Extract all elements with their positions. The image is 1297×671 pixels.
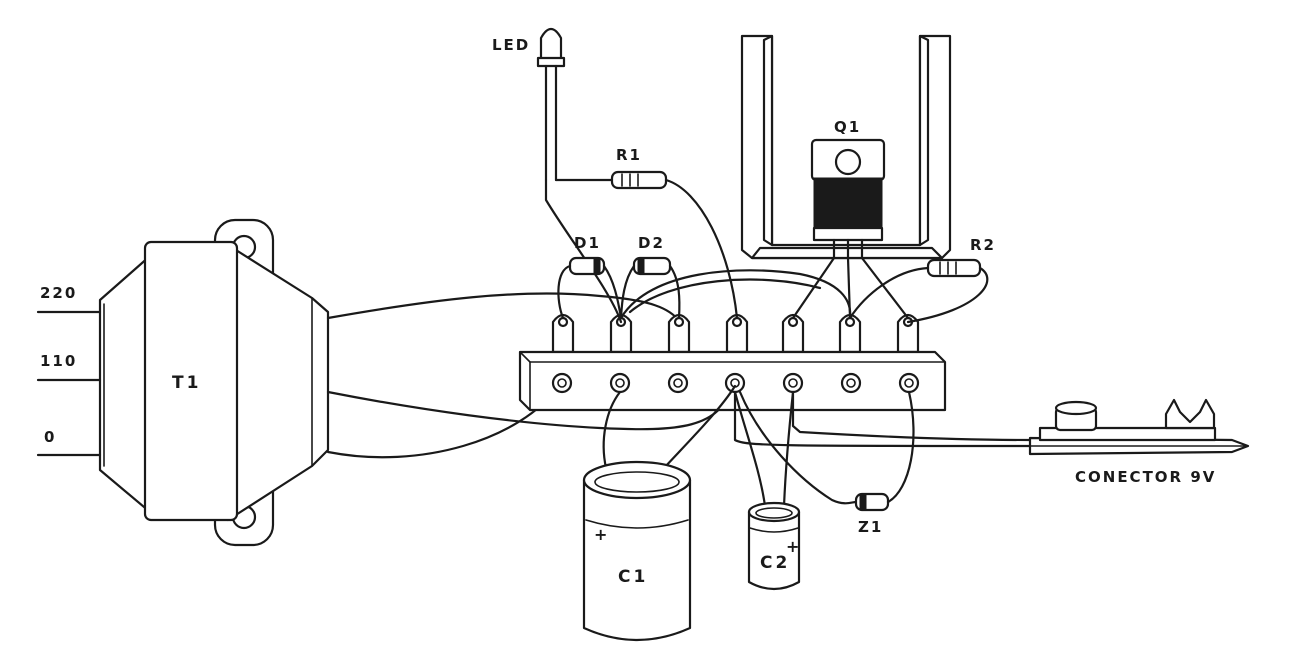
c1-plus-sign: +: [594, 525, 607, 544]
label-0: 0: [44, 428, 56, 446]
led: LED: [492, 27, 623, 324]
resistor-r1: R1: [610, 146, 739, 320]
capacitor-c2: + C2: [733, 390, 801, 591]
r1-label: R1: [616, 146, 642, 164]
diode-d1: D1: [557, 234, 623, 320]
resistor-r2: R2: [848, 236, 996, 324]
c2-plus-sign: +: [786, 537, 799, 556]
z1-label: Z1: [858, 518, 883, 536]
jumper-wires: [619, 269, 852, 320]
terminal-screws: [551, 372, 920, 394]
solder-lugs: [551, 313, 920, 354]
led-label: LED: [492, 36, 530, 54]
q1-label: Q1: [834, 118, 861, 136]
d2-label: D2: [638, 234, 665, 252]
d1-label: D1: [574, 234, 601, 252]
primary-leads: 220 110 0: [36, 284, 102, 457]
terminal-strip: [518, 313, 947, 412]
capacitor-c1: + C1: [582, 384, 737, 642]
connector-9v: CONECTOR 9V: [1028, 398, 1250, 486]
label-220: 220: [40, 284, 77, 302]
transformer-t1: T1: [98, 218, 330, 547]
c1-label: C1: [618, 567, 648, 587]
diode-d2: D2: [619, 234, 681, 320]
connector-label: CONECTOR 9V: [1075, 468, 1216, 486]
output-wires: [733, 390, 1032, 505]
c2-label: C2: [760, 553, 790, 573]
zener-z1: Z1: [854, 390, 915, 536]
label-110: 110: [40, 352, 77, 370]
r2-label: R2: [970, 236, 996, 254]
t1-label: T1: [172, 373, 201, 393]
transistor-q1-with-heatsink: Q1: [740, 34, 952, 320]
